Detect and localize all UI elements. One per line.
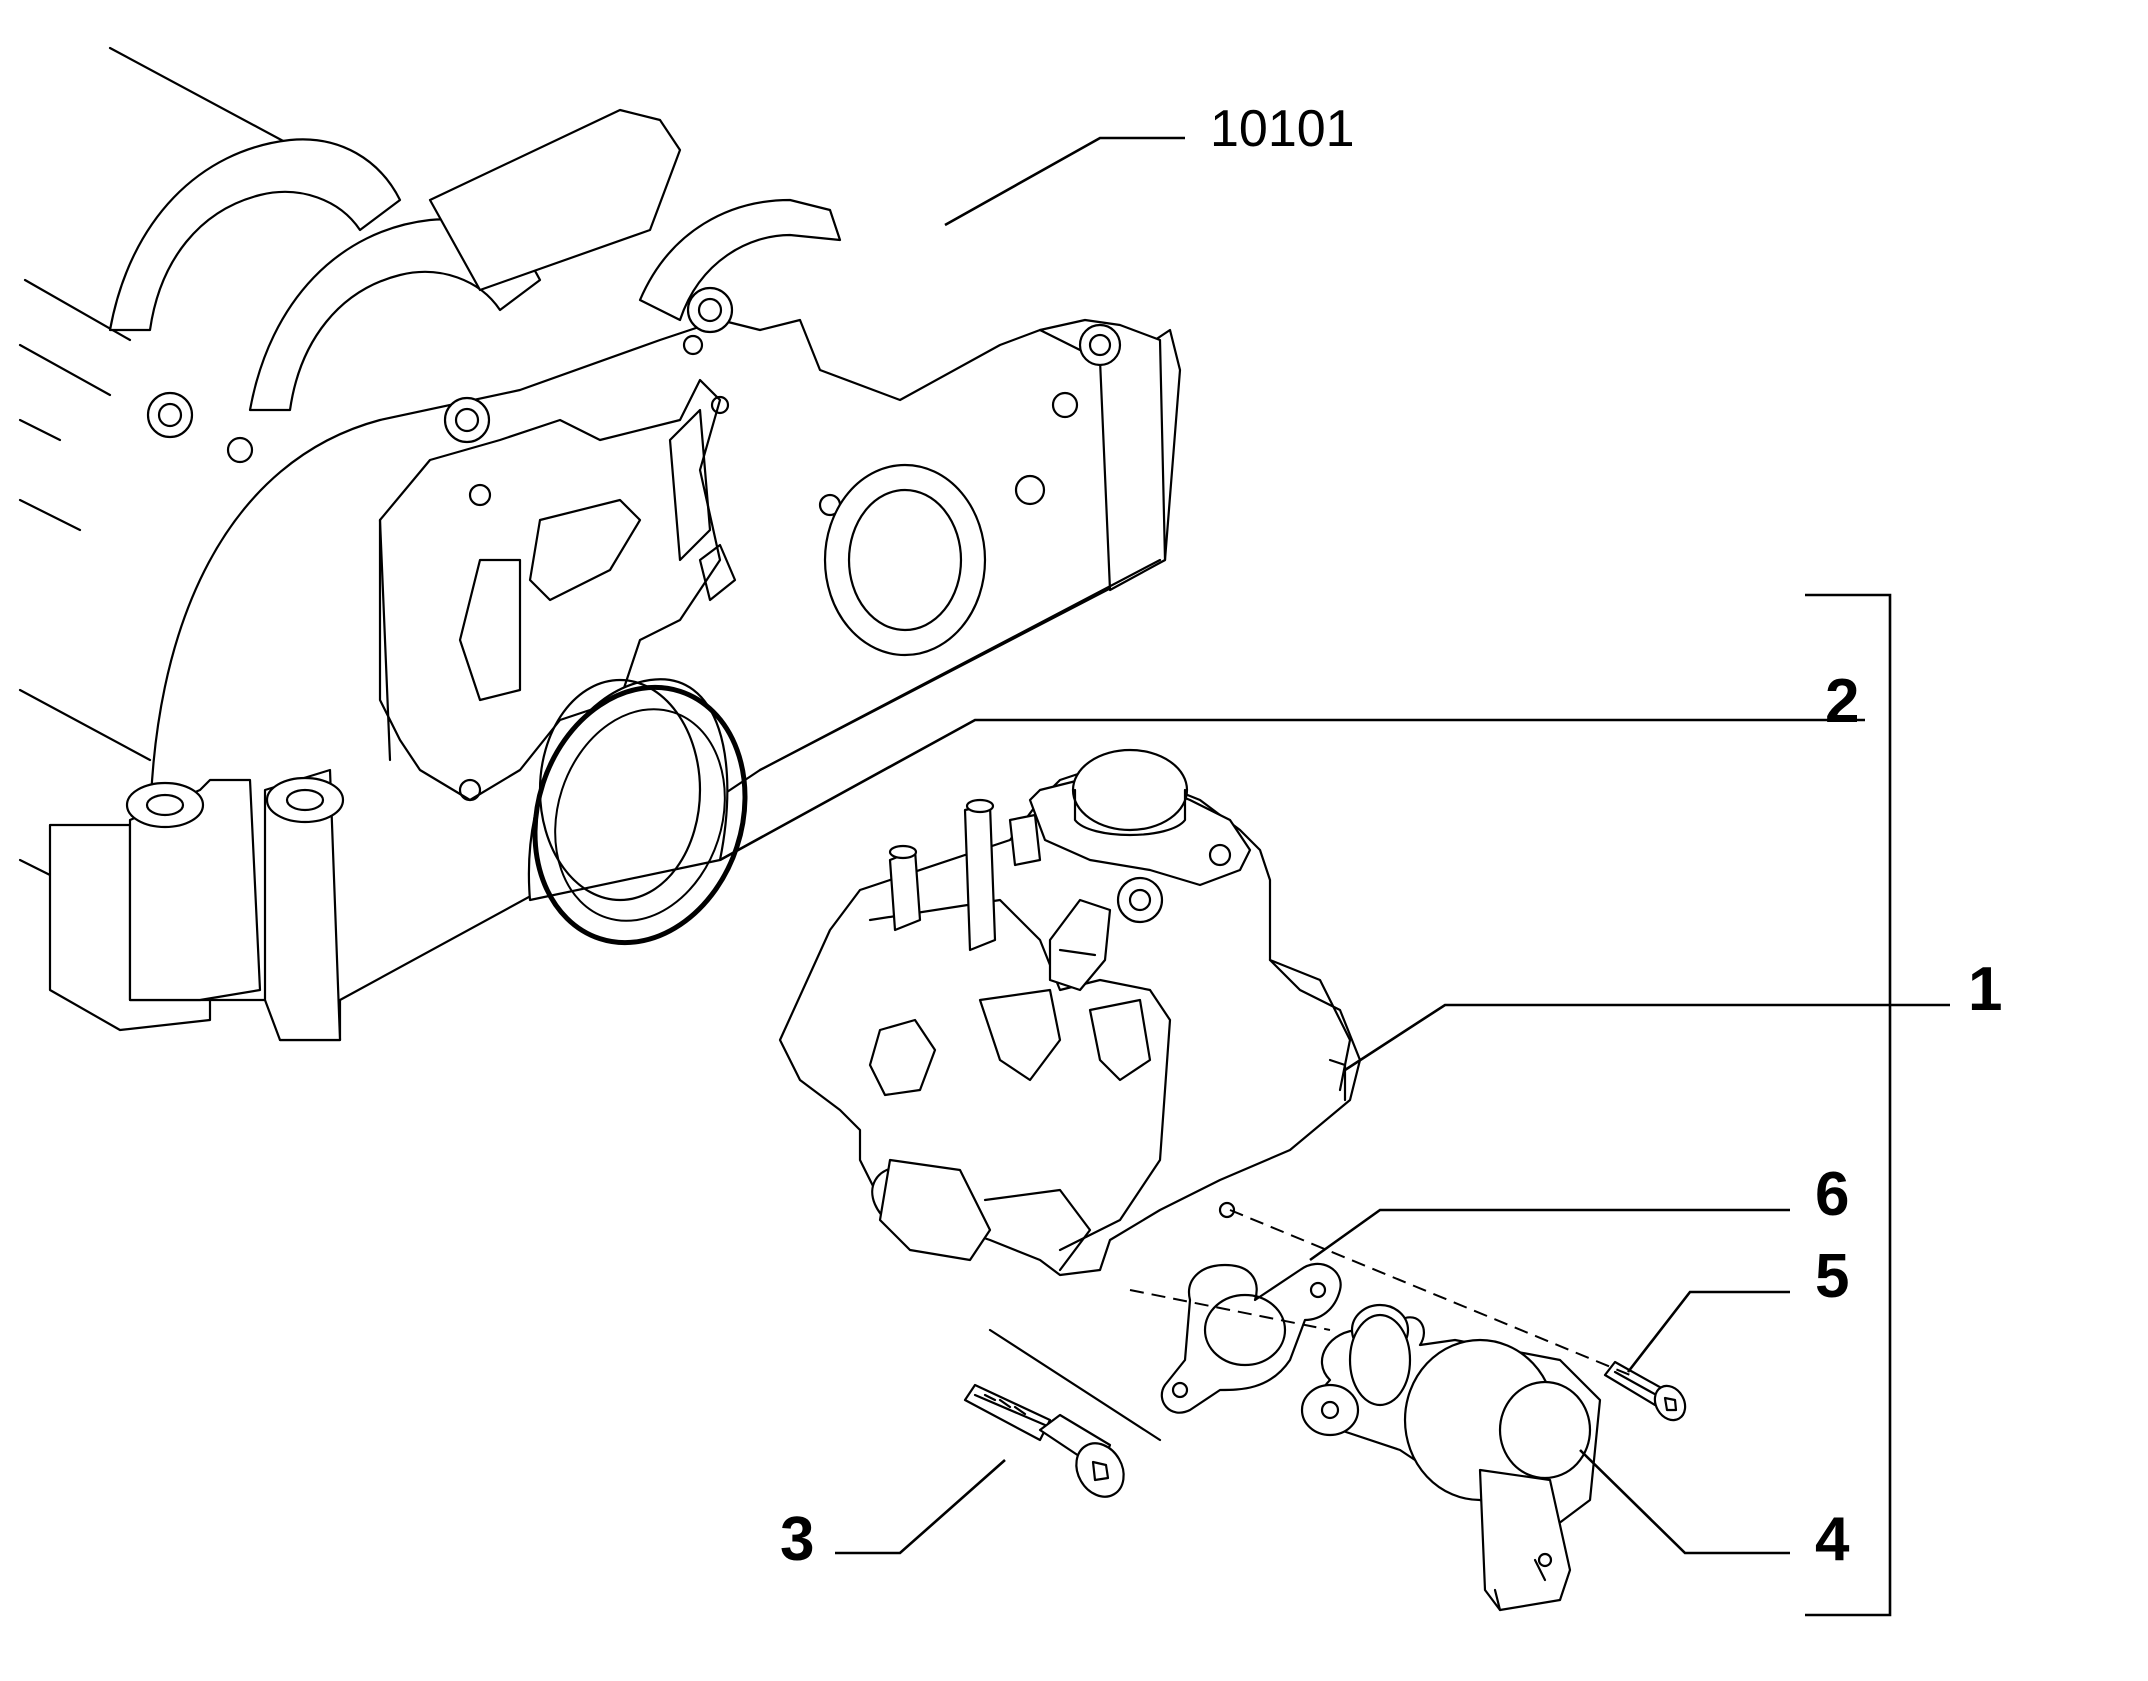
callout-3: 3 <box>780 1505 814 1574</box>
callout-5: 5 <box>1815 1242 1849 1311</box>
reference-label-10101: 10101 <box>1210 100 1355 158</box>
pressure-regulator-valve <box>1300 1303 1602 1612</box>
callout-2: 2 <box>1825 667 1859 736</box>
valve-screw <box>1603 1360 1687 1422</box>
high-pressure-pump <box>778 748 1362 1277</box>
callout-6: 6 <box>1815 1160 1849 1229</box>
assembly-alignment-line <box>1229 1209 1631 1376</box>
assembly-alignment-line <box>1129 1289 1331 1331</box>
pump-mounting-bolt <box>963 1328 1162 1498</box>
o-ring-seal <box>532 684 748 946</box>
callout-4: 4 <box>1815 1505 1850 1574</box>
leader-lines <box>719 136 1950 1617</box>
callout-1: 1 <box>1968 955 2002 1024</box>
engine-housing-drawing <box>18 46 1182 1042</box>
valve-gasket <box>1160 1201 1342 1414</box>
